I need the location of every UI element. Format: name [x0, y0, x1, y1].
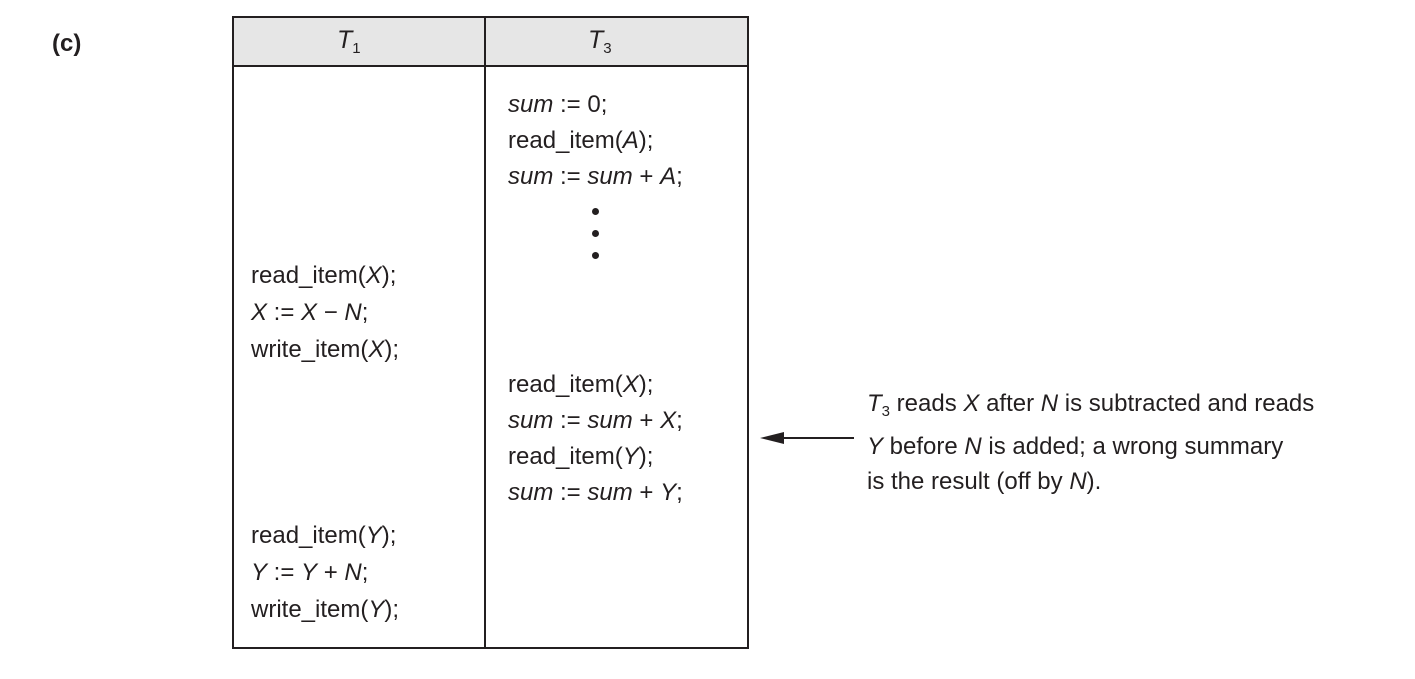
header-t1: T1: [337, 26, 361, 57]
text-segment: is added; a wrong summary: [981, 433, 1284, 460]
text-segment: :=: [267, 299, 302, 326]
text-segment: X: [251, 299, 268, 326]
dot: [592, 208, 599, 215]
t1-op-line: X := X − N;: [251, 298, 368, 328]
t1-op-line: read_item(X);: [251, 261, 396, 291]
text-segment: sum: [587, 479, 633, 506]
text-segment: Y: [622, 443, 639, 470]
text-segment: write_item(: [251, 596, 369, 623]
header-t3: T3: [588, 26, 612, 57]
t1-op-line: write_item(X);: [251, 335, 399, 365]
t3-op-line: sum := 0;: [508, 90, 607, 120]
text-segment: ).: [1086, 468, 1102, 495]
text-segment: Y: [365, 522, 382, 549]
text-segment: );: [638, 371, 654, 398]
text-segment: sum: [508, 91, 554, 118]
text-segment: sum: [587, 407, 633, 434]
text-segment: before: [883, 433, 965, 460]
text-segment: A: [660, 163, 677, 190]
text-segment: +: [632, 163, 661, 190]
text-segment: +: [317, 559, 345, 586]
text-segment: );: [381, 262, 397, 289]
text-segment: is the result (off by: [867, 468, 1070, 495]
text-segment: );: [384, 336, 400, 363]
text-segment: read_item(: [508, 127, 623, 154]
text-segment: N: [1040, 390, 1059, 417]
t3-op-line: sum := sum + X;: [508, 406, 683, 436]
t3-op-line: read_item(X);: [508, 370, 653, 400]
text-segment: ;: [676, 479, 683, 506]
text-segment: X: [622, 371, 639, 398]
annotation-note: T3 reads X after N is subtracted and rea…: [867, 386, 1314, 499]
text-segment: X: [368, 336, 385, 363]
text-segment: );: [638, 443, 654, 470]
text-segment: N: [1069, 468, 1087, 495]
text-segment: read_item(: [251, 522, 366, 549]
t1-op-line: read_item(Y);: [251, 521, 396, 551]
text-segment: N: [344, 559, 362, 586]
header-t1-sub: 1: [352, 40, 361, 57]
text-segment: reads: [890, 390, 964, 417]
text-segment: Y: [867, 433, 884, 460]
text-segment: T: [867, 390, 882, 417]
text-segment: read_item(: [508, 443, 623, 470]
text-segment: X: [365, 262, 382, 289]
text-segment: −: [317, 299, 345, 326]
left-arrow-icon: [760, 432, 854, 444]
text-segment: ;: [361, 299, 369, 326]
text-segment: is subtracted and reads: [1058, 390, 1315, 417]
annotation-line: is the result (off by N).: [867, 464, 1314, 499]
text-segment: read_item(: [251, 262, 366, 289]
text-segment: :=: [553, 407, 588, 434]
dot: [592, 252, 599, 259]
text-segment: :=: [553, 163, 588, 190]
text-segment: Y: [251, 559, 268, 586]
text-segment: +: [632, 407, 661, 434]
text-segment: ;: [361, 559, 369, 586]
column-divider: [484, 18, 486, 647]
text-segment: :=: [267, 559, 302, 586]
annotation-line: Y before N is added; a wrong summary: [867, 429, 1314, 464]
text-segment: Y: [301, 559, 318, 586]
header-t1-name: T: [337, 26, 353, 54]
text-segment: Y: [368, 596, 385, 623]
text-segment: sum: [587, 163, 633, 190]
text-segment: X: [301, 299, 318, 326]
text-segment: );: [381, 522, 397, 549]
text-segment: N: [964, 433, 982, 460]
text-segment: +: [632, 479, 661, 506]
t1-op-line: Y := Y + N;: [251, 558, 368, 588]
text-segment: sum: [508, 407, 554, 434]
t1-op-line: write_item(Y);: [251, 595, 399, 625]
subscript: 3: [881, 403, 891, 420]
text-segment: );: [638, 127, 654, 154]
panel-label: (c): [52, 30, 82, 57]
dot: [592, 230, 599, 237]
text-segment: X: [963, 390, 980, 417]
text-segment: );: [384, 596, 400, 623]
text-segment: sum: [508, 163, 554, 190]
text-segment: Y: [660, 479, 677, 506]
t3-op-line: sum := sum + A;: [508, 162, 683, 192]
text-segment: sum: [508, 479, 554, 506]
header-t3-sub: 3: [603, 40, 612, 57]
text-segment: read_item(: [508, 371, 623, 398]
text-segment: A: [622, 127, 639, 154]
table-header: [234, 18, 747, 67]
text-segment: write_item(: [251, 336, 369, 363]
text-segment: :=: [553, 479, 588, 506]
text-segment: ;: [676, 163, 683, 190]
text-segment: := 0;: [553, 91, 608, 118]
schedule-table: T1 T3: [232, 16, 749, 649]
text-segment: ;: [676, 407, 683, 434]
t3-op-line: read_item(Y);: [508, 442, 653, 472]
t3-op-line: sum := sum + Y;: [508, 478, 683, 508]
t3-op-line: read_item(A);: [508, 126, 653, 156]
text-segment: N: [344, 299, 362, 326]
text-segment: X: [660, 407, 677, 434]
ellipsis-dots: [592, 208, 602, 274]
header-t3-name: T: [588, 26, 604, 54]
annotation-line: T3 reads X after N is subtracted and rea…: [867, 386, 1314, 429]
text-segment: after: [979, 390, 1041, 417]
